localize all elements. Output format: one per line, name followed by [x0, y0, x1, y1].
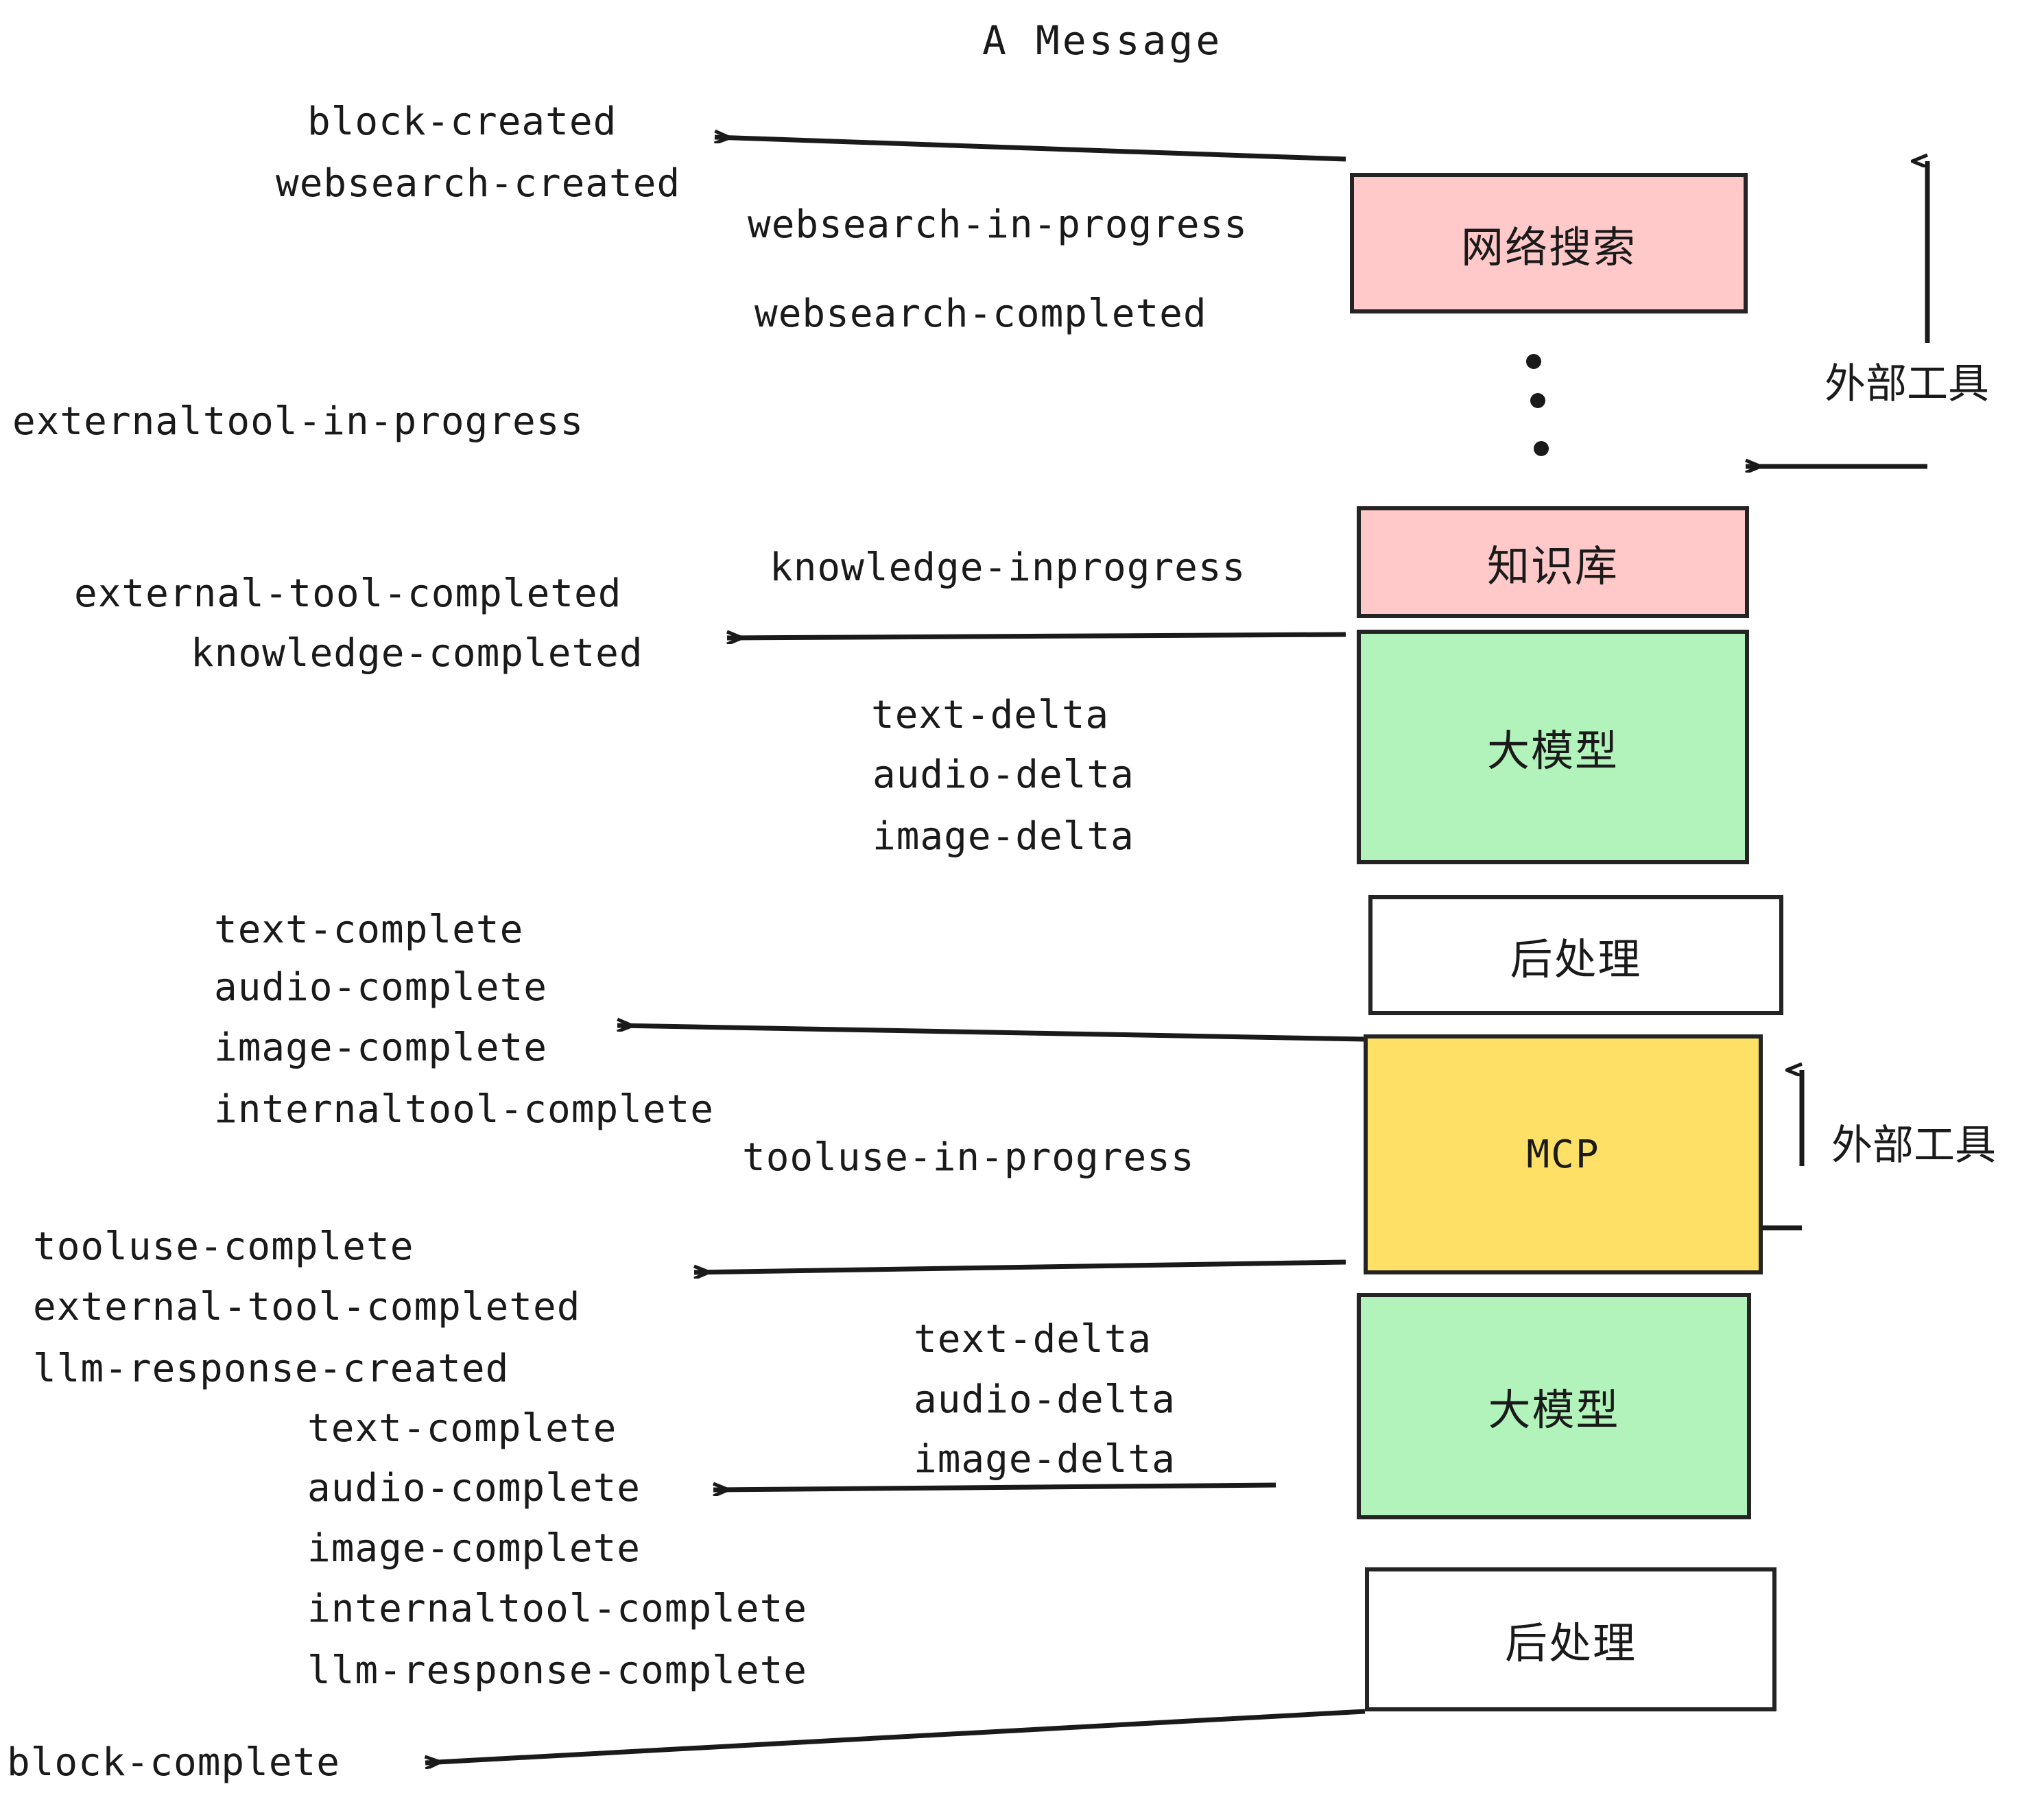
event-text-complete-1: text-complete — [214, 907, 524, 952]
event-tooluse-in-progress: tooluse-in-progress — [742, 1135, 1195, 1180]
node-mcp-label: MCP — [1526, 1132, 1600, 1177]
event-websearch-in-progress: websearch-in-progress — [748, 202, 1248, 247]
event-audio-complete-2: audio-complete — [307, 1466, 641, 1510]
event-llm-response-created: llm-response-created — [33, 1346, 510, 1391]
event-internaltool-complete-2: internaltool-complete — [307, 1587, 808, 1631]
event-image-complete-1: image-complete — [214, 1025, 548, 1070]
event-image-complete-2: image-complete — [307, 1526, 641, 1571]
arrow-knowledge-to-completed — [727, 634, 1346, 638]
arrow-llm2-to-audio-complete — [713, 1485, 1276, 1490]
node-postproc-1-label: 后处理 — [1510, 934, 1642, 984]
external-tools-top-double-arrow — [1746, 161, 1930, 466]
event-audio-delta-2: audio-delta — [914, 1377, 1176, 1422]
arrow-postproc2-to-block-complete — [425, 1709, 1366, 1763]
event-knowledge-inprogress: knowledge-inprogress — [770, 545, 1246, 590]
diagram-title: A Message — [982, 17, 1223, 64]
event-text-delta-2: text-delta — [914, 1317, 1152, 1362]
event-websearch-created: websearch-created — [276, 161, 681, 206]
event-text-complete-2: text-complete — [307, 1406, 617, 1451]
arrow-mcp-to-tooluse-complete — [694, 1259, 1346, 1272]
event-text-delta-1: text-delta — [871, 693, 1110, 737]
node-postproc-1[interactable]: 后处理 — [1368, 895, 1783, 1015]
event-knowledge-completed: knowledge-completed — [191, 631, 643, 676]
event-externaltool-in-progress: externaltool-in-progress — [12, 399, 584, 444]
event-image-delta-2: image-delta — [914, 1437, 1176, 1482]
event-audio-delta-1: audio-delta — [872, 752, 1134, 797]
event-block-created: block-created — [307, 99, 617, 144]
event-external-tool-completed-1: external-tool-completed — [74, 571, 622, 616]
event-audio-complete-1: audio-complete — [214, 965, 548, 1010]
event-external-tool-completed-2: external-tool-completed — [33, 1285, 581, 1329]
ellipsis-dot-3 — [1534, 441, 1549, 456]
node-knowledge[interactable]: 知识库 — [1357, 506, 1749, 618]
node-knowledge-label: 知识库 — [1486, 541, 1619, 591]
label-external-tools-top: 外部工具 — [1825, 360, 1989, 408]
node-websearch[interactable]: 网络搜索 — [1350, 173, 1748, 313]
node-llm-1[interactable]: 大模型 — [1357, 630, 1749, 864]
node-postproc-2-label: 后处理 — [1504, 1618, 1637, 1668]
arrow-websearch-to-created — [715, 137, 1346, 162]
event-tooluse-complete: tooluse-complete — [33, 1224, 414, 1269]
node-llm-1-label: 大模型 — [1486, 726, 1619, 776]
event-image-delta-1: image-delta — [872, 814, 1134, 859]
event-internaltool-complete-1: internaltool-complete — [214, 1087, 715, 1132]
label-external-tools-bottom: 外部工具 — [1831, 1121, 1996, 1170]
node-websearch-label: 网络搜索 — [1460, 222, 1637, 272]
event-block-complete: block-complete — [7, 1740, 341, 1785]
event-llm-response-complete: llm-response-complete — [307, 1648, 808, 1693]
node-postproc-2[interactable]: 后处理 — [1365, 1567, 1776, 1711]
ellipsis-dot-1 — [1526, 354, 1541, 369]
arrow-postproc-to-image-complete — [617, 1025, 1366, 1042]
event-websearch-completed: websearch-completed — [754, 292, 1207, 336]
node-llm-2-label: 大模型 — [1488, 1385, 1620, 1435]
node-mcp[interactable]: MCP — [1364, 1034, 1763, 1274]
node-llm-2[interactable]: 大模型 — [1357, 1293, 1751, 1519]
ellipsis-dot-2 — [1530, 393, 1545, 408]
